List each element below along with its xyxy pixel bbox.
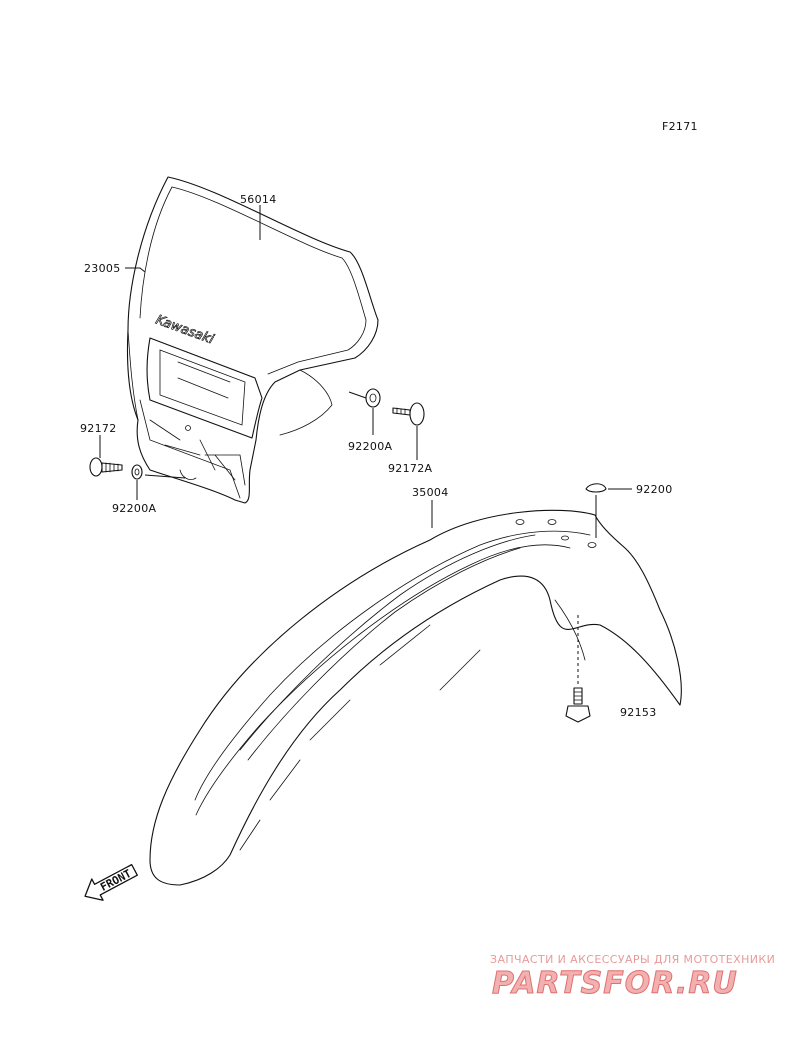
label-92153: 92153: [620, 706, 657, 719]
front-arrow: FRONT: [84, 863, 138, 901]
watermark-tagline: ЗАПЧАСТИ И АКСЕССУАРЫ ДЛЯ МОТОТЕХНИКИ: [490, 953, 775, 966]
label-92200a-right: 92200A: [348, 440, 392, 453]
headlight-cowl: Kawasaki: [126, 176, 379, 504]
washer-92200a-left: [131, 464, 143, 480]
label-56014: 56014: [240, 193, 277, 206]
leader-23005: [125, 267, 146, 273]
front-fender: [149, 509, 682, 886]
leader-washer-to-cowl-right: [348, 391, 367, 399]
bolt-92172: [89, 457, 123, 477]
label-92200a-left: 92200A: [112, 502, 156, 515]
label-92200: 92200: [636, 483, 673, 496]
bolt-92172a: [392, 402, 425, 426]
label-92172a: 92172A: [388, 462, 432, 475]
washer-92200a-right: [365, 388, 381, 408]
bolt-92153: [565, 687, 591, 723]
watermark-site: PARTSFOR.RU: [492, 966, 738, 1001]
figure-code: F2171: [662, 120, 698, 133]
label-92172: 92172: [80, 422, 117, 435]
front-arrow-text: FRONT: [98, 867, 134, 894]
leader-washer-to-cowl: [144, 474, 186, 479]
label-23005: 23005: [84, 262, 121, 275]
label-35004: 35004: [412, 486, 449, 499]
washer-92200: [585, 483, 607, 493]
